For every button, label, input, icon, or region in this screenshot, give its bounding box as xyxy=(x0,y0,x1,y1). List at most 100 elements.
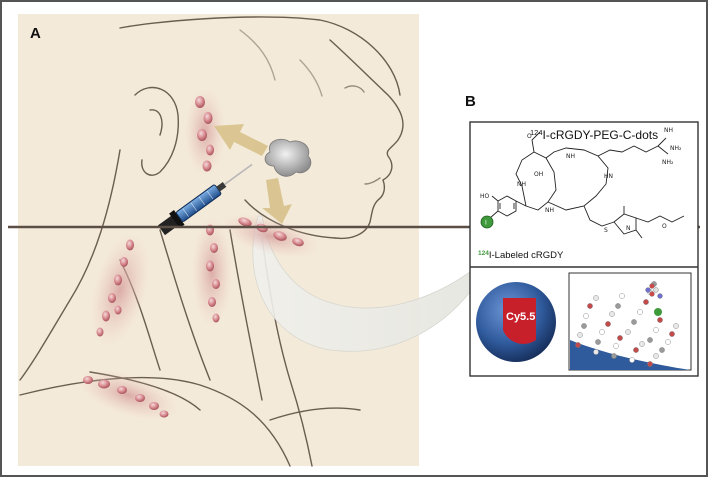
lymph-node xyxy=(212,313,220,323)
atom-nh2-a: NH₂ xyxy=(670,145,682,152)
lymph-node xyxy=(159,410,169,418)
lymph-node xyxy=(292,237,304,247)
lymph-node xyxy=(102,310,110,322)
c-dot-particle: Cy5.5 xyxy=(476,282,556,362)
iodine-marker-label: I xyxy=(485,220,487,227)
lymph-node xyxy=(120,257,128,267)
model-bead xyxy=(615,303,621,309)
atom-oh: OH xyxy=(534,171,543,178)
tumor-blob xyxy=(264,138,312,177)
labeled-crgdy: 124I-Labeled cRGDY xyxy=(478,250,564,261)
atom-nh-c: NH xyxy=(566,153,575,160)
model-bead xyxy=(647,337,653,343)
lymph-node xyxy=(108,293,116,303)
model-bead xyxy=(633,347,639,353)
model-bead xyxy=(639,341,645,347)
labeled-crgdy-text: I-Labeled cRGDY xyxy=(489,250,564,261)
node-halo xyxy=(192,217,232,327)
compound-title-isotope: 124 xyxy=(530,128,543,137)
peptide-bead xyxy=(649,291,655,297)
molecular-model xyxy=(568,272,692,371)
lymph-node xyxy=(206,144,214,156)
lymph-node xyxy=(117,386,127,394)
lymph-node xyxy=(135,394,145,402)
lymph-node xyxy=(96,327,104,337)
atom-hn: HN xyxy=(604,173,613,180)
lymph-node xyxy=(202,160,212,172)
compound-title-name: I-cRGDY-PEG-C-dots xyxy=(543,128,659,142)
model-bead xyxy=(631,319,637,325)
model-bead xyxy=(577,332,583,338)
model-bead xyxy=(595,339,601,345)
peptide-bead xyxy=(645,287,651,293)
atom-nh-a: NH xyxy=(517,181,526,188)
model-bead xyxy=(609,311,615,317)
atom-ho: HO xyxy=(480,193,490,200)
particle-surface xyxy=(570,340,690,370)
atom-o-chain: O xyxy=(662,223,667,230)
lymph-node xyxy=(206,260,214,272)
model-bead xyxy=(625,329,631,335)
model-bead xyxy=(613,343,619,349)
lymph-node xyxy=(126,239,134,251)
model-bead xyxy=(637,309,643,315)
model-bead xyxy=(673,323,679,329)
atom-o1: O xyxy=(527,133,532,140)
model-bead xyxy=(653,353,659,359)
lymph-node xyxy=(98,379,110,389)
model-bead xyxy=(617,335,623,341)
peptide-bead xyxy=(649,283,655,289)
model-bead xyxy=(643,299,649,305)
model-bead xyxy=(629,357,635,363)
model-bead xyxy=(669,331,675,337)
model-bead xyxy=(619,293,625,299)
model-bead xyxy=(665,339,671,345)
lymph-node xyxy=(114,305,122,315)
model-bead xyxy=(593,349,599,355)
model-bead xyxy=(605,321,611,327)
model-bead xyxy=(659,347,665,353)
atom-nh2-b: NH₂ xyxy=(662,159,674,166)
atom-n-ring: N xyxy=(626,225,631,232)
model-bead xyxy=(593,295,599,301)
model-bead xyxy=(581,323,587,329)
lymph-node xyxy=(197,129,207,141)
dye-core xyxy=(503,298,536,344)
lymph-node xyxy=(203,112,213,124)
maleimide-ring xyxy=(613,213,637,235)
core-label: Cy5.5 xyxy=(506,311,535,323)
peptide-bead xyxy=(657,293,663,299)
lymph-node xyxy=(238,217,252,227)
model-bead xyxy=(587,303,593,309)
model-bead xyxy=(583,313,589,319)
atom-nh-top: NH xyxy=(664,127,673,134)
labeled-crgdy-isotope: 124 xyxy=(478,250,489,257)
syringe-icon xyxy=(157,163,253,236)
chemical-structure xyxy=(489,131,685,239)
model-bead xyxy=(653,327,659,333)
lymph-node xyxy=(273,231,287,241)
lymph-node xyxy=(114,274,122,286)
panel-a-label: A xyxy=(30,25,41,42)
lymph-node xyxy=(149,402,159,410)
compound-title: 124I-cRGDY-PEG-C-dots xyxy=(530,128,658,142)
lymph-node xyxy=(83,376,93,384)
peptide-bead xyxy=(653,287,659,293)
model-bead xyxy=(575,342,581,348)
panel-b-label: B xyxy=(465,93,476,110)
atom-s: S xyxy=(604,227,608,234)
atom-nh-b: NH xyxy=(545,207,554,214)
drainage-arrows xyxy=(214,124,292,224)
model-bead xyxy=(611,353,617,359)
model-bead xyxy=(599,329,605,335)
arrow-down xyxy=(262,178,292,224)
atom-labels: HO O OH NH NH NH HN NH NH₂ NH₂ N S O xyxy=(480,127,682,234)
arrow-up-left xyxy=(214,124,268,156)
peg-bead-chains xyxy=(575,281,679,367)
lymph-nodes xyxy=(78,88,319,420)
iodine-marker xyxy=(480,215,494,229)
model-bead xyxy=(657,317,663,323)
lymph-node xyxy=(208,297,216,307)
lymph-node xyxy=(210,243,218,253)
